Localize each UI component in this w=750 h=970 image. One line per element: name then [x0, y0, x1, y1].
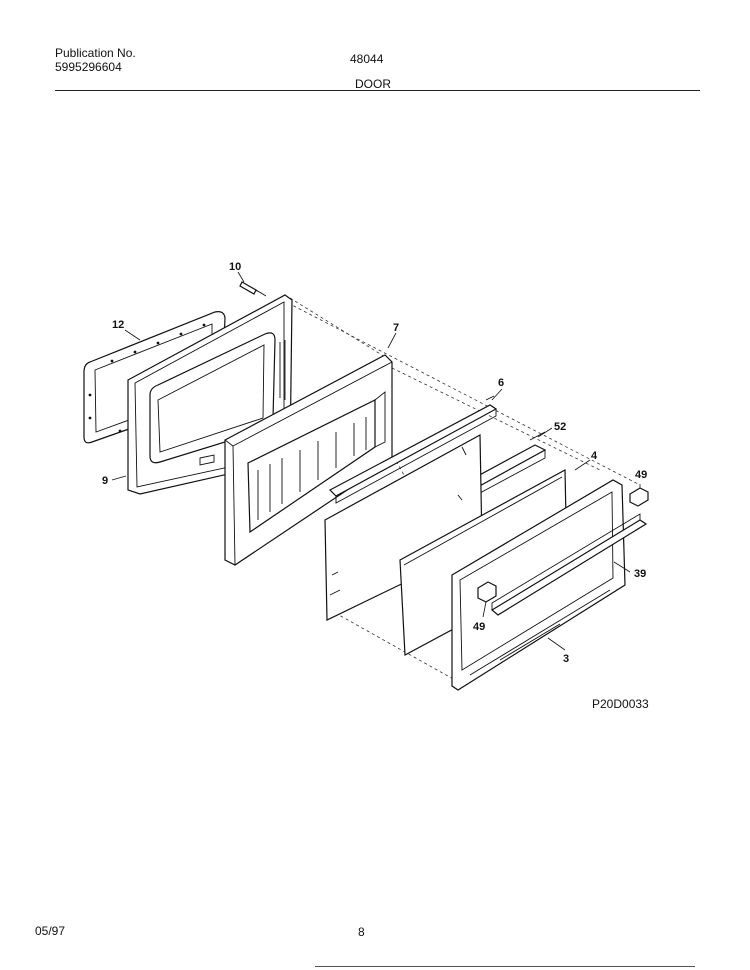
part-6-top-trim	[329, 395, 498, 504]
callout-12: 12	[112, 319, 124, 331]
callout-49-upper: 49	[635, 469, 647, 481]
model-number: 48044	[350, 52, 384, 66]
drawing-code: P20D0033	[592, 697, 649, 711]
part-49-end-cap-upper	[629, 487, 649, 507]
part-49-end-cap-lower	[477, 581, 497, 603]
callouts: 10 12 9 7 6 52 4 49 39 49 3	[102, 261, 647, 665]
part-39-handle	[490, 513, 648, 616]
part-7-outer-frame	[224, 354, 393, 566]
callout-3: 3	[563, 653, 569, 665]
callout-4: 4	[591, 450, 598, 462]
page-number: 8	[358, 925, 365, 939]
callout-39: 39	[634, 568, 646, 580]
callout-7: 7	[393, 322, 399, 334]
publication-label: Publication No.	[55, 46, 136, 60]
callout-52: 52	[554, 421, 566, 433]
leader-lines	[111, 271, 641, 651]
publication-number: 5995296604	[55, 60, 122, 74]
footer-rule	[315, 966, 695, 967]
frame-ribs	[257, 391, 386, 520]
footer-date: 05/97	[35, 924, 66, 938]
section-title: DOOR	[355, 77, 391, 91]
callout-49-lower: 49	[473, 621, 485, 633]
part-10-screw	[239, 281, 267, 297]
header-rule	[55, 90, 700, 91]
callout-9: 9	[102, 475, 108, 487]
callout-6: 6	[498, 377, 504, 389]
callout-10: 10	[229, 261, 241, 273]
